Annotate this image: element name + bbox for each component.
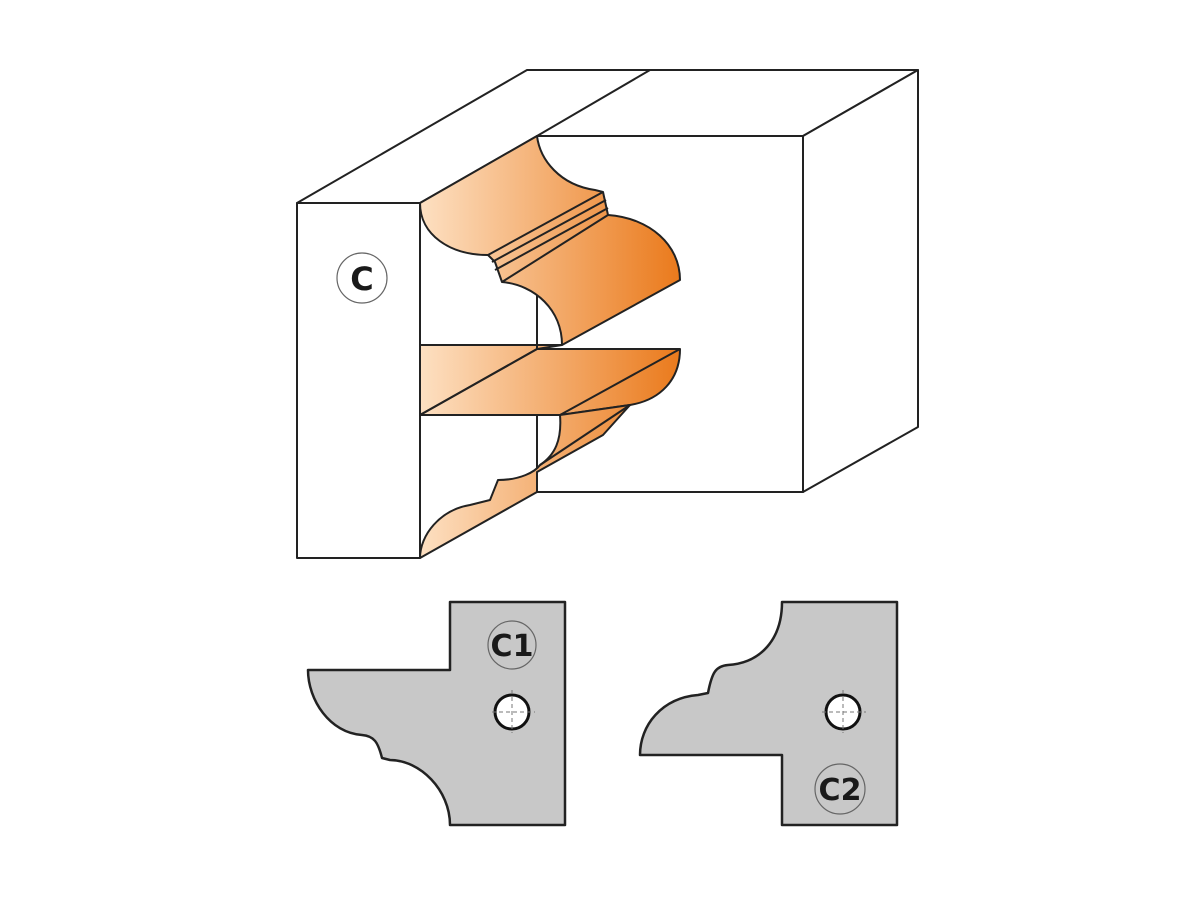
- block-label-badge: C: [336, 252, 388, 304]
- knife-c1: C1: [306, 600, 567, 827]
- molding-profile: [419, 135, 681, 559]
- knife-c2-label: C2: [819, 773, 862, 808]
- block-right-face: [802, 69, 919, 493]
- knife-c1-label: C1: [491, 629, 534, 664]
- block-label: C: [350, 260, 373, 298]
- lower-molding-surface: [419, 404, 631, 559]
- knife-c2: C2: [638, 600, 899, 827]
